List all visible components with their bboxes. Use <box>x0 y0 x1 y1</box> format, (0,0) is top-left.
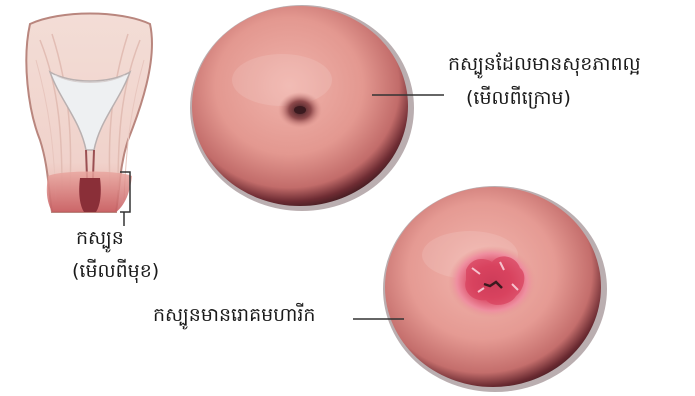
uterus-front-view <box>26 14 152 227</box>
cancerous-cervix-illustration <box>383 186 607 392</box>
healthy-cervix-illustration <box>190 5 414 211</box>
healthy-cervix-label: កស្បូនដែលមានសុខភាពល្អ <box>448 52 641 76</box>
uterus-view-label: (មើលពីមុខ) <box>72 259 159 283</box>
healthy-cervix-view-label: (មើលពីក្រោម) <box>466 86 571 110</box>
uterus-label: កស្បូន <box>76 226 124 250</box>
cancer-cervix-label: កស្បូនមានរោគមហារីក <box>153 303 315 327</box>
